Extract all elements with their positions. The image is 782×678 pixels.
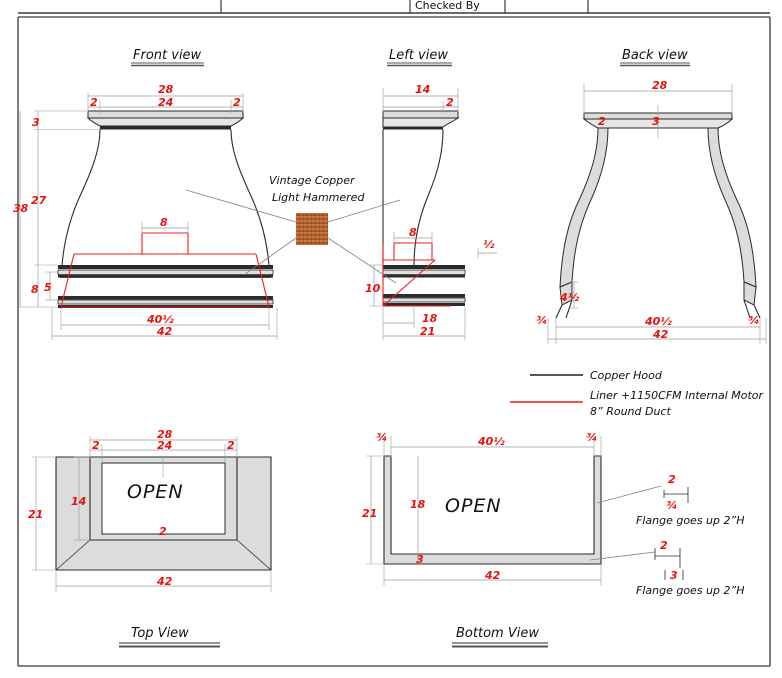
back-view: Back view 28 3 2 [536, 48, 767, 344]
left-liner [382, 242, 451, 307]
bottom-dim-top-inner: 40½ [477, 435, 505, 448]
front-dim-top-left-offset: 2 [90, 96, 98, 109]
top-dim-band-width: 2 [159, 525, 167, 538]
bottom-view-open-label: OPEN [445, 495, 502, 517]
legend-label-liner-2: 8” Round Duct [590, 405, 671, 418]
bottom-dim-right-thickness: ¾ [586, 431, 597, 444]
left-dim-duct-width: 8 [409, 226, 417, 239]
legend: Copper Hood Liner +1150CFM Internal Moto… [510, 369, 764, 418]
top-view-title: Top View [131, 626, 189, 641]
bottom-dim-left-thickness: ¾ [376, 431, 387, 444]
front-dim-duct-width: 8 [160, 216, 168, 229]
front-body [61, 129, 270, 267]
back-dim-flange-right-thickness: ¾ [748, 314, 759, 327]
flange-upper-dim-horizontal: 2 [668, 473, 676, 486]
flange-upper-dim-vertical: ¾ [666, 499, 677, 512]
left-dim-apron-height: 10 [365, 282, 381, 295]
front-dim-body-height: 27 [31, 194, 47, 207]
back-dim-crown-height: 3 [652, 115, 660, 128]
top-view-open-label: OPEN [127, 481, 184, 503]
left-dim-bottom-inner: 18 [422, 312, 438, 325]
left-view-title: Left view [389, 48, 448, 63]
flange-annotation-lower: 2 3 Flange goes up 2”H [589, 539, 744, 597]
top-view: OPEN 28 24 2 2 14 21 2 42 [28, 428, 272, 648]
top-dim-bottom-overall: 42 [156, 575, 173, 588]
top-dim-top-overall: 28 [157, 428, 173, 441]
bottom-dim-bottom-overall: 42 [484, 569, 501, 582]
bottom-view: OPEN 40½ ¾ ¾ 21 18 3 42 Bottom View [362, 431, 602, 648]
top-dim-depth-overall: 21 [28, 508, 43, 521]
front-liner [60, 232, 270, 308]
finish-line-2: Light Hammered [272, 191, 365, 204]
top-dim-top-inner: 24 [157, 439, 172, 452]
bottom-view-title: Bottom View [456, 626, 539, 641]
back-dimensions: 28 3 2 4½ ¾ ¾ 40½ 42 [536, 79, 767, 344]
front-dim-top-right-offset: 2 [233, 96, 241, 109]
front-dim-apron-height: 8 [31, 283, 39, 296]
back-dim-flange-left-thickness: ¾ [536, 314, 547, 327]
left-dim-top-overall: 14 [415, 83, 430, 96]
top-dim-right-offset: 2 [227, 439, 235, 452]
left-dimensions: 14 2 8 10 18 21 ½ [365, 83, 497, 340]
finish-line-1: Vintage Copper [269, 174, 356, 187]
flange-lower-note: Flange goes up 2”H [636, 584, 744, 597]
back-dim-left-offset: 2 [598, 115, 606, 128]
left-view: Left view [365, 48, 497, 340]
top-dim-depth-inner: 14 [71, 495, 86, 508]
left-dim-half-mark: ½ [483, 238, 495, 251]
back-dim-top-overall: 28 [652, 79, 668, 92]
back-view-title: Back view [622, 48, 688, 63]
finish-annotation: Vintage Copper Light Hammered [185, 174, 401, 284]
top-dim-left-offset: 2 [92, 439, 100, 452]
flange-annotation-upper: 2 ¾ Flange goes up 2”H [596, 473, 744, 527]
sheet-frame [17, 17, 771, 667]
back-dim-bottom-inner: 40½ [644, 315, 672, 328]
back-dim-bottom-overall: 42 [652, 328, 669, 341]
checked-by-label: Checked By [415, 0, 480, 12]
left-dim-bottom-overall: 21 [420, 325, 435, 338]
front-dim-top-inner: 24 [158, 96, 173, 109]
copper-swatch [296, 213, 328, 245]
front-dim-top-overall: 28 [158, 83, 174, 96]
flange-lower-dim-horizontal: 2 [660, 539, 668, 552]
front-crown [86, 110, 245, 130]
back-frame-right [707, 127, 761, 319]
flange-upper-note: Flange goes up 2”H [636, 514, 744, 527]
bottom-dim-base-thickness: 3 [416, 553, 424, 566]
bottom-view-dimensions: 40½ ¾ ¾ 21 18 3 42 [362, 431, 602, 586]
front-dim-total-height: 38 [13, 202, 29, 215]
front-view-title: Front view [133, 48, 202, 63]
top-view-body: OPEN [55, 456, 272, 571]
bottom-dim-depth-overall: 21 [362, 507, 377, 520]
left-dim-top-offset: 2 [446, 96, 454, 109]
top-view-dimensions: 28 24 2 2 14 21 2 42 [28, 428, 272, 592]
title-block: Checked By [18, 0, 770, 18]
front-dimensions: 28 24 2 2 3 27 38 8 [13, 83, 278, 340]
front-dim-bottom-overall: 42 [156, 325, 173, 338]
flange-lower-dim-vertical: 3 [670, 569, 678, 582]
left-crown [382, 110, 460, 130]
legend-label-hood: Copper Hood [590, 369, 663, 382]
bottom-dim-depth-inner: 18 [410, 498, 426, 511]
front-dim-crown-height: 3 [32, 116, 40, 129]
front-dim-apron-inner: 5 [44, 281, 52, 294]
front-dim-bottom-inner: 40½ [146, 313, 174, 326]
back-dim-flange-height: 4½ [559, 291, 580, 304]
legend-label-liner: Liner +1150CFM Internal Motor [590, 389, 764, 402]
front-view: Front view [13, 48, 278, 340]
